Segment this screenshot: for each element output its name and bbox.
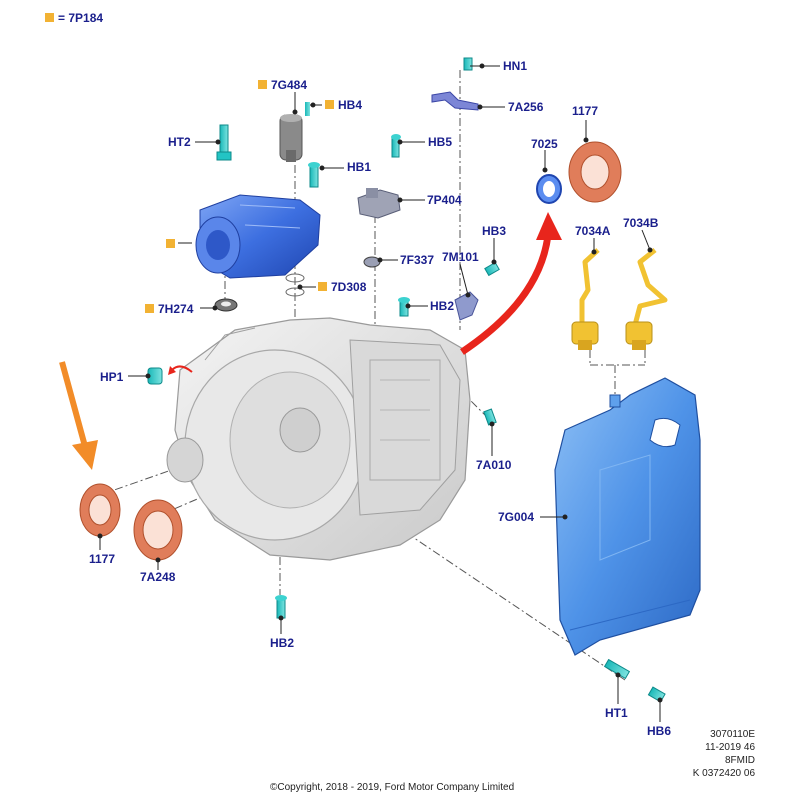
label-7G484: 7G484 (271, 78, 308, 92)
label-1177-bottom: 1177 (89, 552, 116, 566)
oil-pan-7G004 (554, 377, 701, 656)
red-small-arrow (171, 365, 193, 373)
label-1177-top: 1177 (572, 104, 599, 118)
label-HT1: HT1 (605, 706, 628, 720)
label-7A248: 7A248 (140, 570, 176, 584)
bolt-HB3 (484, 261, 500, 277)
bolt-HN1 (463, 57, 473, 71)
label-HB2-bottom: HB2 (270, 636, 295, 650)
marker-HB4 (325, 100, 334, 109)
label-HB3: HB3 (482, 224, 507, 238)
meta-line-3: 8FMID (725, 755, 755, 766)
meta-line-2: 11-2019 46 (705, 742, 755, 753)
bolt-HT1 (603, 658, 631, 680)
solenoid-7G484 (279, 114, 303, 162)
drawing-meta: 3070110E 11-2019 46 8FMID K 0372420 06 (693, 728, 755, 780)
washer-7F337 (363, 256, 381, 268)
label-7034B: 7034B (623, 216, 659, 230)
marker-7G484 (258, 80, 267, 89)
seal-7A248 (133, 499, 183, 561)
label-7G004: 7G004 (498, 510, 535, 524)
bolt-HB6 (647, 686, 666, 703)
label-HB4: HB4 (338, 98, 363, 112)
leader-lines (97, 63, 663, 722)
label-7P404: 7P404 (427, 193, 462, 207)
bracket-7A256 (431, 91, 479, 111)
seal-1177-bottom (79, 483, 121, 537)
pipe-7034B (632, 248, 668, 326)
label-HB5: HB5 (428, 135, 453, 149)
legend-text: = 7P184 (58, 11, 104, 25)
label-7A010: 7A010 (476, 458, 512, 472)
copyright-text: ©Copyright, 2018 - 2019, Ford Motor Comp… (270, 782, 515, 793)
meta-line-1: 3070110E (710, 729, 755, 740)
bolt-HB5 (391, 134, 401, 158)
bolt-HB2-bottom (275, 595, 287, 619)
label-7M101: 7M101 (442, 250, 479, 264)
red-arrow (460, 234, 552, 355)
blue-pump-7P184 (195, 194, 321, 279)
bolt-HB1 (308, 162, 320, 188)
ring-7D308 (285, 273, 305, 283)
label-7F337: 7F337 (400, 253, 435, 267)
marker-7D308 (318, 282, 327, 291)
pipe-7034A (579, 248, 600, 325)
orange-arrow (59, 361, 89, 451)
marker-pump (166, 239, 175, 248)
label-HB1: HB1 (347, 160, 372, 174)
legend-swatch (45, 13, 54, 22)
bolt-HB4 (305, 102, 310, 116)
lever-7P404 (357, 188, 401, 219)
meta-line-4: K 0372420 06 (692, 768, 755, 779)
label-7034A: 7034A (575, 224, 611, 238)
label-HN1: HN1 (503, 59, 528, 73)
label-HB2-top: HB2 (430, 299, 455, 313)
bolt-HT2 (216, 124, 232, 161)
label-7025: 7025 (531, 137, 558, 151)
label-HP1: HP1 (100, 370, 124, 384)
label-HT2: HT2 (168, 135, 191, 149)
transmission-case (166, 317, 471, 561)
marker-7H274 (145, 304, 154, 313)
label-7H274: 7H274 (158, 302, 194, 316)
label-7D308: 7D308 (331, 280, 367, 294)
label-7A256: 7A256 (508, 100, 544, 114)
label-HB6: HB6 (647, 724, 672, 738)
